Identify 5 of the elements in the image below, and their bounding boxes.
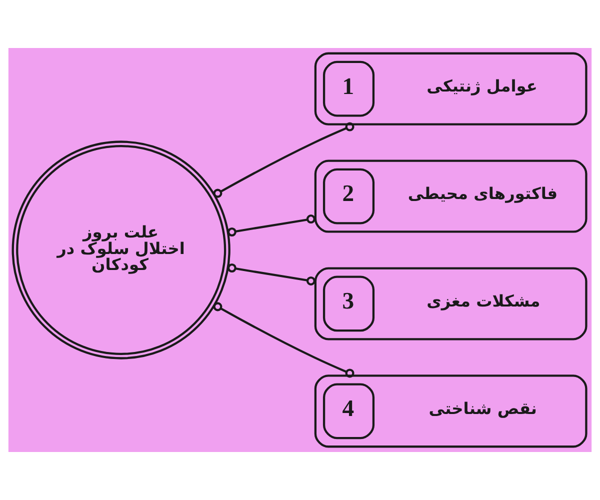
connector — [213, 302, 354, 378]
node-circle: علت بروز اختلال سلوک در کودکان — [12, 140, 230, 360]
connector — [213, 122, 354, 198]
connector — [227, 214, 316, 237]
connector — [227, 263, 316, 286]
